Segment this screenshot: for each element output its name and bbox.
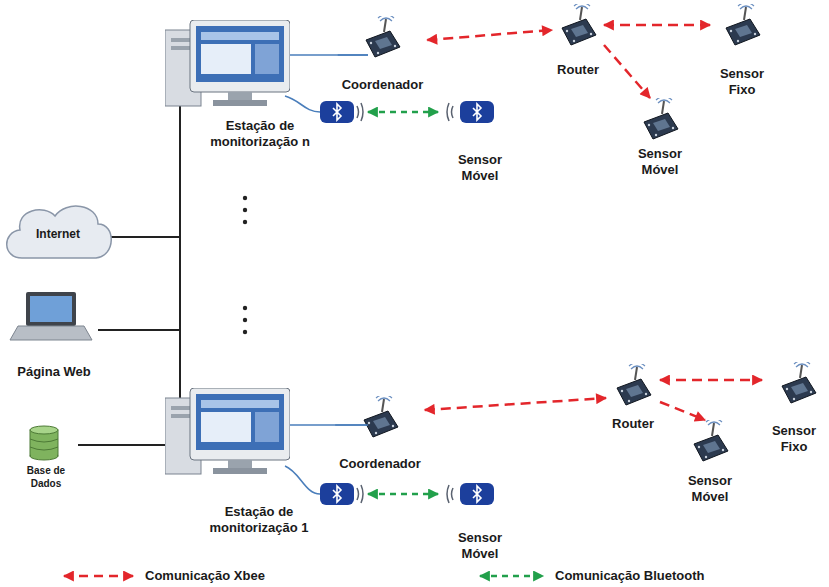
xbee-coordinator: Coordenador [338,15,428,93]
radio-waves [361,103,363,121]
ellipsis-dots [243,330,247,334]
node-label: Sensor Fixo [714,66,770,98]
network-cable [106,150,180,237]
ellipsis-dots [243,208,247,212]
laptop-icon [10,326,92,340]
xbee-link [604,45,650,98]
radio-waves [447,485,449,503]
node-label: Sensor Fixo [766,423,822,455]
monitoring-station: Estação de monitorização n [160,18,368,150]
laptop-icon [26,292,76,326]
radio-waves [361,485,363,503]
node-label: Sensor Móvel [452,152,508,184]
internet-cloud-node: Internet [10,210,106,258]
web-page: Página Web [10,288,98,380]
database: Base de Dados [14,420,78,490]
network-cable [106,237,180,384]
internet-cloud [7,206,112,258]
bluetooth-link [368,111,438,114]
legend-sample-xbee [64,575,133,578]
node-label: Sensor Móvel [632,146,688,178]
station-wires [285,466,320,494]
station-wires [290,424,368,426]
node-label: Router [612,416,654,432]
bluetooth-dongle [320,483,354,505]
mobile-sensor: Sensor Móvel [668,420,752,505]
radio-waves [452,488,454,500]
mobile-sensor: Sensor Móvel [438,98,522,184]
database-icon [30,426,58,434]
node-label: Coordenador [339,456,421,472]
radio-waves [357,488,359,500]
ellipsis-dots [243,318,247,322]
legend-label: Comunicação Xbee [145,568,265,583]
xbee-icon [617,363,651,406]
mobile-sensor: Sensor Móvel [620,98,700,178]
bluetooth-link [368,493,438,496]
ellipsis-dots [243,196,247,334]
node-label: Base de Dados [23,464,69,490]
xbee-icon [364,395,398,438]
computer-icon [165,388,290,474]
xbee-router: Router [606,365,660,432]
monitoring-station: Estação de monitorização 1 [150,384,368,536]
xbee-link [660,379,762,382]
database-icon [30,439,58,450]
xbee-icon [644,97,678,140]
radio-waves [447,103,449,121]
station-wires [290,54,368,56]
node-label: Router [557,62,599,78]
bluetooth-dongle [460,101,494,123]
xbee-icon [694,419,728,462]
station-wires [78,444,165,446]
node-label: Estação de monitorização n [200,118,320,150]
xbee-router: Router [552,8,604,78]
node-label: Sensor Móvel [682,473,738,505]
laptop-icon [10,292,92,340]
radio-waves [357,103,453,503]
station-wires [78,55,368,494]
radio-waves [452,106,454,118]
computer-icon [165,20,290,106]
xbee-coordinator: Coordenador [335,395,425,472]
node-label: Sensor Móvel [452,530,508,562]
node-label: Página Web [17,364,90,380]
node-label: Internet [36,227,80,242]
station-wires [179,104,181,150]
database-icon [30,426,58,460]
legend-sample-bluetooth [480,575,543,578]
network-cable [98,237,180,330]
xbee-link [660,402,705,420]
xbee-link [604,24,710,27]
bluetooth-dongle [320,101,354,123]
xbee-icon [366,15,400,58]
node-label: Estação de monitorização 1 [200,504,318,536]
laptop-icon [30,296,72,322]
node-label: Coordenador [342,77,424,93]
xbee-icon [562,3,596,46]
fixed-sensor: Sensor Fixo [762,365,826,455]
xbee-icon [782,361,816,404]
radio-waves [357,106,359,118]
ellipsis-dots [243,196,247,200]
fixed-sensor: Sensor Fixo [710,8,774,98]
ellipsis-dots [243,220,247,224]
xbee-link [425,398,606,410]
mobile-sensor: Sensor Móvel [438,478,522,562]
xbee-link [427,30,552,40]
xbee-icon [726,3,760,46]
station-wires [285,96,320,112]
ellipsis-dots [243,306,247,310]
bluetooth-dongle [460,483,494,505]
legend-label: Comunicação Bluetooth [555,568,705,583]
